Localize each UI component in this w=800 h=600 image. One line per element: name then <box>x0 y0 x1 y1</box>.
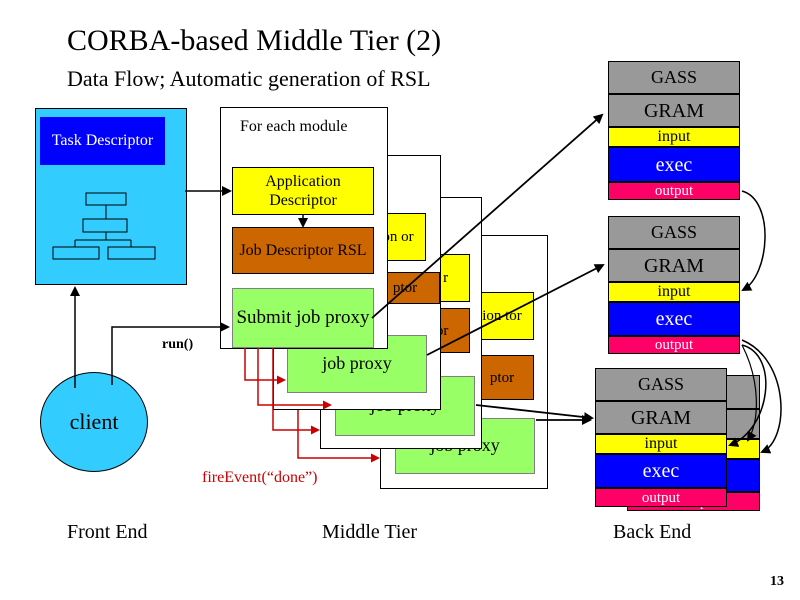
exec-3: exec <box>595 454 727 488</box>
gram-1: GRAM <box>608 94 740 127</box>
tree-icon <box>52 192 156 260</box>
proxy-to-gram-3-arrow <box>475 404 594 423</box>
slide-subtitle: Data Flow; Automatic generation of RSL <box>67 66 431 91</box>
gram-2: GRAM <box>608 249 740 282</box>
input-3: input <box>595 434 727 454</box>
exec-1: exec <box>608 147 740 182</box>
run-label: run() <box>162 337 194 352</box>
for-each-module-label: For each module <box>240 118 348 135</box>
output-1: output <box>608 182 740 200</box>
task-descriptor-header: Task Descriptor <box>40 117 165 165</box>
gass-1: GASS <box>608 61 740 94</box>
output1-to-input2-arrow <box>741 190 766 291</box>
job-descriptor-rsl: Job Descriptor RSL <box>232 227 374 274</box>
slide-title: CORBA-based Middle Tier (2) <box>67 24 442 57</box>
front-end-label: Front End <box>67 521 148 543</box>
gram-3: GRAM <box>595 401 727 434</box>
submit-job-proxy: Submit job proxy <box>232 288 374 348</box>
proxy-to-gram-1-arrow <box>371 113 604 319</box>
output-3: output <box>595 488 727 507</box>
gass-2: GASS <box>608 216 740 249</box>
proxy-to-gram-2-arrow <box>426 264 605 356</box>
application-descriptor: Application Descriptor <box>232 167 374 215</box>
output-2: output <box>608 336 740 354</box>
output2-to-input3-arrow <box>728 344 767 447</box>
fire-event-label: fireEvent(“done”) <box>202 469 318 486</box>
task-descriptor-panel: Task Descriptor <box>35 108 187 285</box>
page-number: 13 <box>770 574 784 589</box>
middle-tier-label: Middle Tier <box>322 521 418 543</box>
output-chain-arrow <box>741 344 757 442</box>
output2-to-input3b-arrow <box>741 339 782 454</box>
input-1: input <box>608 127 740 147</box>
back-end-label: Back End <box>613 521 692 543</box>
gass-3: GASS <box>595 368 727 401</box>
exec-2: exec <box>608 302 740 336</box>
run-arrow <box>111 322 230 385</box>
input-2: input <box>608 282 740 302</box>
fire-event-connectors <box>244 348 380 463</box>
client-node: client <box>40 372 148 472</box>
